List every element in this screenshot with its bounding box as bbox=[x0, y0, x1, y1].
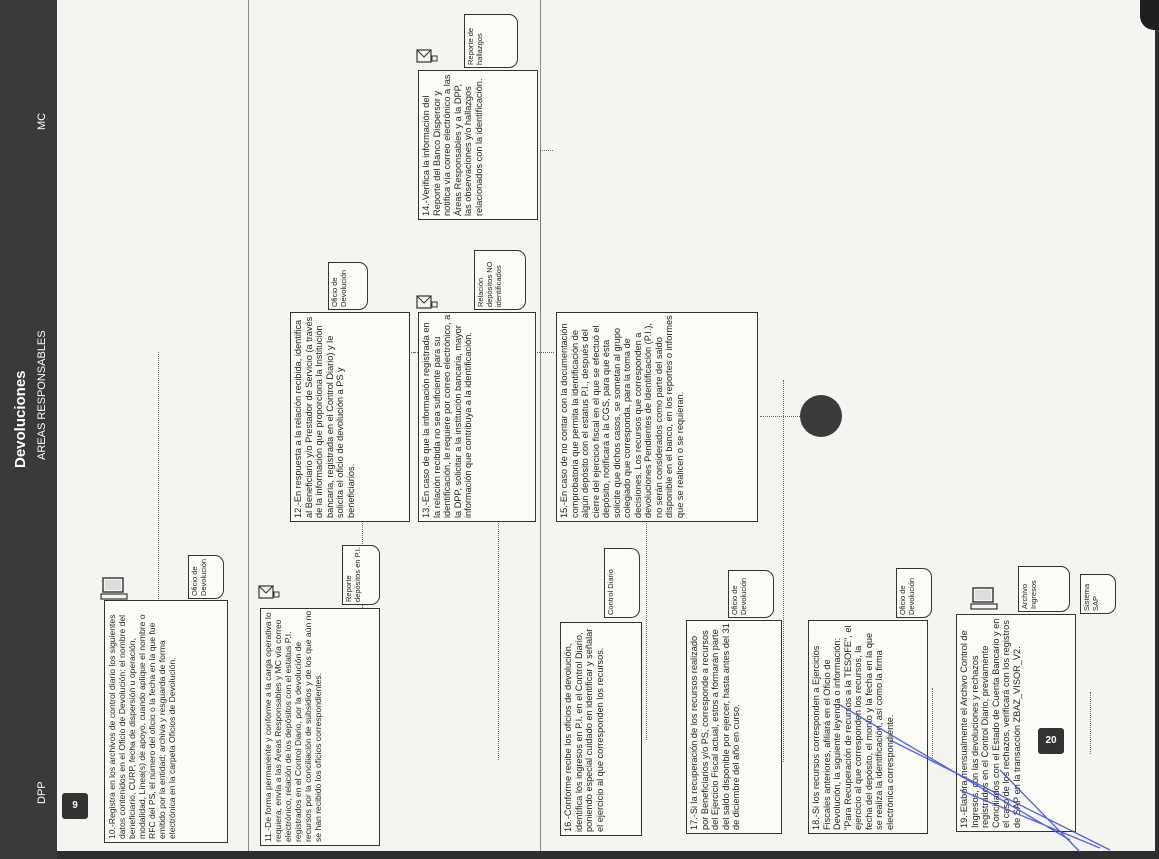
connector-dpp-lane-a bbox=[158, 352, 159, 737]
step-18-box: 18.-Si los recursos corresponden a Ejerc… bbox=[808, 620, 928, 834]
end-page-marker: 20 bbox=[1038, 728, 1064, 754]
step-17-text: 17.-Si la recuperación de los recursos r… bbox=[689, 623, 741, 830]
step-18-text: 18.-Si los recursos corresponden a Ejerc… bbox=[811, 625, 895, 831]
step-16-text: 16.-Conforme recibe los oficios de devol… bbox=[563, 628, 605, 832]
step-13-text: 13.-En caso de que la información regist… bbox=[421, 314, 473, 518]
doc-13-relacion: Relación depósitos NO identificados bbox=[474, 250, 526, 310]
connector-to-circle bbox=[760, 416, 808, 417]
connector-mc-down bbox=[540, 150, 541, 312]
step-11-text: 11.-De forma permanente y conforme a la … bbox=[263, 610, 323, 842]
connector-dpp-lane-f bbox=[932, 688, 933, 758]
step-10-text: 10.-Registra en los archivos de control … bbox=[107, 614, 177, 839]
step-12-text: 12.-En respuesta a la relación recibida,… bbox=[293, 316, 356, 518]
mail-icon bbox=[416, 49, 438, 63]
connector-dpp-lane-c bbox=[498, 430, 499, 760]
lane-label-areas: AREAS RESPONSABLES bbox=[36, 330, 48, 460]
bottom-rule bbox=[57, 851, 1159, 859]
doc-19-archivo: Archivo Ingresos bbox=[1018, 566, 1070, 612]
computer-icon bbox=[100, 577, 128, 600]
step-17-box: 17.-Si la recuperación de los recursos r… bbox=[686, 620, 782, 834]
doc-14-label: Reporte de hallazgos bbox=[466, 27, 484, 65]
doc-10-oficio: Oficio de Devolución bbox=[188, 555, 224, 599]
doc-11-label: Reporte depósitos en P.I. bbox=[344, 547, 362, 602]
step-11-box: 11.-De forma permanente y conforme a la … bbox=[260, 608, 380, 846]
step-12-box: 12.-En respuesta a la relación recibida,… bbox=[290, 312, 410, 522]
connector-dpp-lane-g bbox=[1090, 692, 1091, 754]
doc-12-label: Oficio de Devolución bbox=[330, 269, 348, 307]
doc-10-label: Oficio de Devolución bbox=[190, 558, 208, 596]
step-19-box: 19.-Elabora mensualmente el Archivo Cont… bbox=[956, 614, 1076, 832]
doc-18-oficio: Oficio de Devolución bbox=[896, 568, 932, 618]
doc-11-reporte: Reporte depósitos en P.I. bbox=[342, 545, 380, 605]
doc-19-sap: Sistema SAP bbox=[1080, 574, 1116, 614]
doc-19-label-a: Archivo Ingresos bbox=[1020, 580, 1038, 609]
doc-17-label: Oficio de Devolución bbox=[730, 577, 748, 615]
lane-divider-dpp bbox=[248, 0, 249, 859]
doc-17-oficio: Oficio de Devolución bbox=[728, 570, 774, 618]
step-10-box: 10.-Registra en los archivos de control … bbox=[104, 600, 228, 843]
mail-icon bbox=[416, 295, 438, 309]
lane-divider-areas bbox=[540, 0, 541, 859]
mail-icon bbox=[258, 585, 280, 599]
connector-dpp-lane-e bbox=[783, 380, 784, 762]
step-14-box: 14.-Verifica la información del Reporte … bbox=[418, 70, 538, 220]
corner-blot bbox=[1140, 0, 1159, 30]
right-rule bbox=[1155, 0, 1159, 859]
connector-mc bbox=[540, 150, 553, 151]
computer-icon bbox=[970, 587, 998, 610]
diagram-title: Devoluciones bbox=[12, 370, 29, 468]
step-14-text: 14.-Verifica la información del Reporte … bbox=[421, 74, 484, 216]
doc-16-label: Control Diario bbox=[606, 569, 615, 615]
doc-18-label: Oficio de Devolución bbox=[898, 577, 916, 615]
start-page-marker: 9 bbox=[62, 793, 88, 819]
doc-19-label-b: Sistema SAP bbox=[1082, 583, 1100, 611]
doc-12-oficio: Oficio de Devolución bbox=[328, 262, 368, 310]
lane-label-dpp: DPP bbox=[36, 781, 48, 804]
doc-13-label: Relación depósitos NO identificados bbox=[476, 261, 503, 307]
step-15-box: 15.-En caso de no contar con la document… bbox=[556, 312, 758, 522]
step-13-box: 13.-En caso de que la información regist… bbox=[418, 312, 536, 522]
doc-14-reporte: Reporte de hallazgos bbox=[464, 14, 518, 68]
step-15-text: 15.-En caso de no contar con la document… bbox=[559, 315, 685, 518]
connector-dpp-lane-d bbox=[646, 360, 647, 740]
connector-circle bbox=[800, 395, 842, 437]
lane-label-mc: MC bbox=[36, 112, 48, 130]
doc-16-control-diario: Control Diario bbox=[604, 548, 640, 618]
step-16-box: 16.-Conforme recibe los oficios de devol… bbox=[560, 622, 642, 836]
step-19-text: 19.-Elabora mensualmente el Archivo Cont… bbox=[959, 618, 1022, 828]
lane-header-band bbox=[0, 0, 57, 859]
